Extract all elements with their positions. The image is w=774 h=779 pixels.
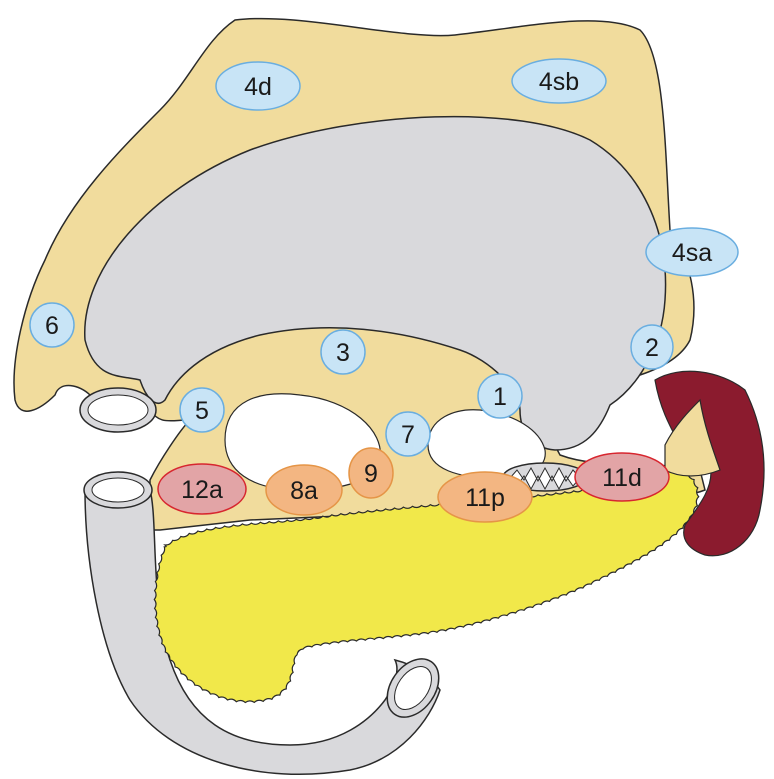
- node-4sb-label: 4sb: [539, 68, 579, 96]
- node-4sa: 4sa: [645, 227, 739, 277]
- node-9-shape: [348, 447, 394, 499]
- node-7-label: 7: [401, 421, 415, 449]
- node-1-shape: [477, 373, 523, 419]
- node-3-shape: [320, 329, 366, 375]
- node-group: 4d 4sb 4sa 6 2 3 1 5: [29, 58, 739, 523]
- node-4sb-shape: [511, 58, 607, 104]
- node-4d-label: 4d: [244, 73, 272, 101]
- node-11d: 11d: [574, 452, 670, 502]
- node-5-label: 5: [195, 397, 209, 425]
- node-11d-label: 11d: [602, 464, 642, 492]
- node-6-label: 6: [45, 312, 59, 340]
- pancreas: [153, 469, 700, 704]
- node-4d: 4d: [215, 61, 301, 111]
- node-9-label: 9: [364, 460, 378, 488]
- node-6: 6: [29, 302, 75, 348]
- stomach: [84, 115, 667, 451]
- node-2-shape: [630, 324, 674, 370]
- node-6-shape: [29, 302, 75, 348]
- node-3-label: 3: [336, 339, 350, 367]
- node-3: 3: [320, 329, 366, 375]
- node-12a-label: 12a: [181, 476, 223, 504]
- node-9: 9: [348, 447, 394, 499]
- node-4sa-shape: [645, 227, 739, 277]
- node-8a-label: 8a: [290, 477, 318, 505]
- node-2-label: 2: [645, 334, 659, 362]
- node-5-shape: [179, 387, 225, 433]
- node-2: 2: [630, 324, 674, 370]
- node-7-shape: [385, 411, 431, 457]
- cut-lumen-jejunum: [386, 658, 440, 718]
- node-4sb: 4sb: [511, 58, 607, 104]
- node-11d-shape: [574, 452, 670, 502]
- spleen-hilum: [664, 398, 721, 477]
- node-11p-label: 11p: [465, 484, 505, 512]
- cut-lumen-upper-left: [79, 387, 157, 433]
- node-11p-shape: [437, 471, 533, 523]
- node-8a-shape: [265, 464, 343, 516]
- node-12a-shape: [157, 463, 247, 515]
- node-8a: 8a: [265, 464, 343, 516]
- node-1-label: 1: [493, 383, 507, 411]
- node-4d-shape: [215, 61, 301, 111]
- node-4sa-label: 4sa: [672, 239, 712, 267]
- node-12a: 12a: [157, 463, 247, 515]
- node-5: 5: [179, 387, 225, 433]
- cut-lumen-duodenum: [83, 471, 153, 509]
- node-11p: 11p: [437, 471, 533, 523]
- node-7: 7: [385, 411, 431, 457]
- node-1: 1: [477, 373, 523, 419]
